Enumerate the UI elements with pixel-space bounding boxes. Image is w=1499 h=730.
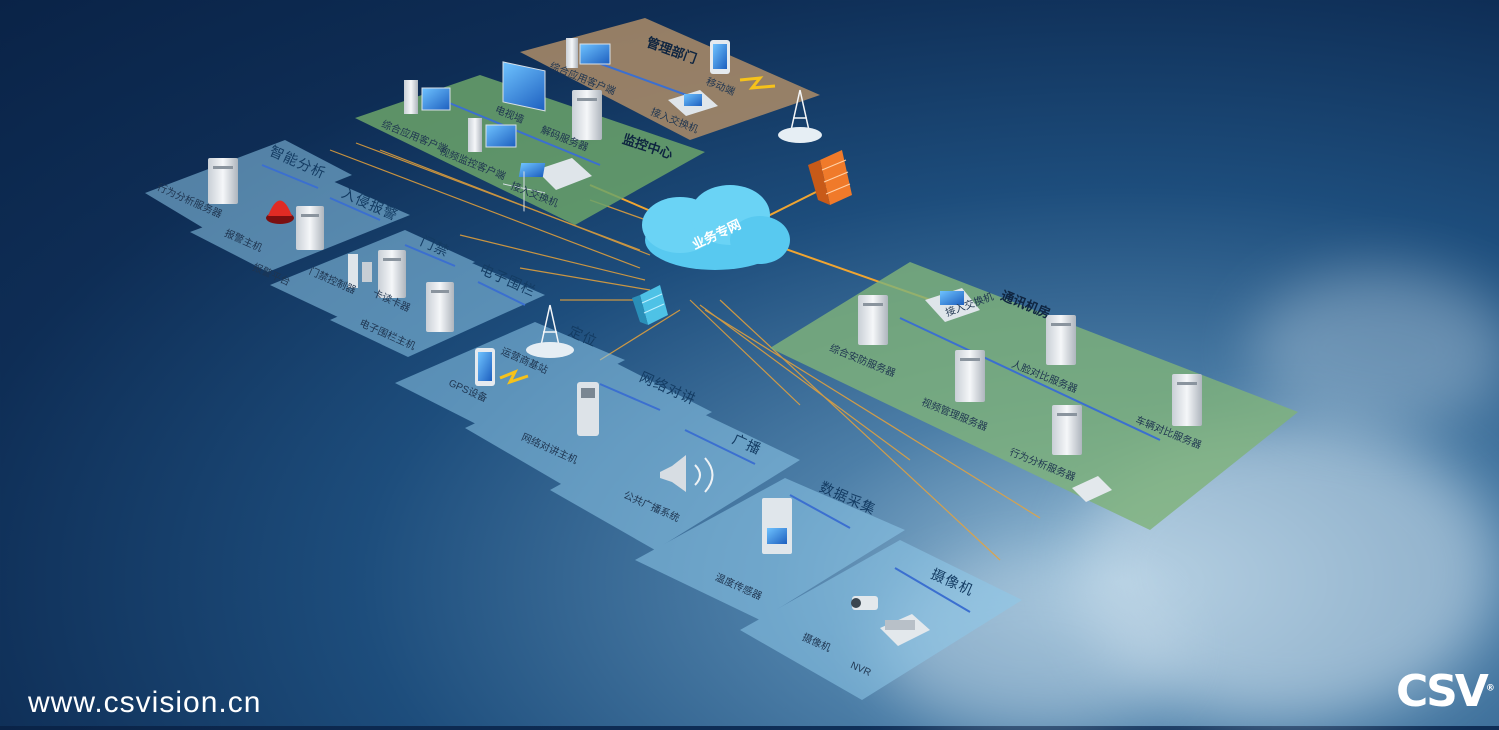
wireless-bolt-icon (739, 76, 776, 90)
speaker-icon (660, 455, 714, 493)
monitoring-plate (355, 75, 705, 225)
sensor-icon (762, 498, 792, 554)
workstation-icon (404, 80, 451, 114)
tablet-icon (475, 348, 495, 386)
tower-icon (526, 304, 574, 358)
server-icon (858, 295, 888, 345)
server-icon (955, 350, 985, 402)
server-icon (1172, 374, 1202, 426)
firewall-icon (808, 150, 852, 205)
access-control-icon (348, 254, 372, 288)
intercom-icon (577, 382, 599, 436)
cloud-icon (642, 185, 790, 270)
switch-icon (925, 288, 980, 322)
tablet-icon (710, 40, 730, 74)
nvr-icon (880, 614, 930, 646)
server-icon (208, 158, 238, 204)
workstation-icon (468, 118, 517, 152)
tower-icon (778, 89, 822, 143)
server-icon (1046, 315, 1076, 365)
comm-room-plate (770, 262, 1298, 530)
video-wall-icon (502, 61, 546, 212)
website-url[interactable]: www.csvision.cn (28, 686, 262, 719)
nvr-icon (1072, 476, 1112, 502)
server-icon (378, 250, 406, 298)
camera-icon (851, 596, 878, 610)
server-icon (572, 90, 602, 140)
server-icon (296, 206, 324, 250)
server-icon (426, 282, 454, 332)
link-lines (329, 142, 1041, 561)
alarm-light-icon (266, 200, 294, 224)
sky-cloud-2 (1250, 270, 1499, 430)
workstation-icon (566, 38, 611, 68)
switch-icon (518, 158, 592, 190)
switch-icon (668, 90, 718, 116)
brand-logo: CSV® (1396, 666, 1495, 717)
firewall-icon (632, 285, 668, 325)
plate-divider-lines (261, 164, 971, 613)
wireless-bolt-icon (499, 369, 529, 385)
server-icon (1052, 405, 1082, 455)
